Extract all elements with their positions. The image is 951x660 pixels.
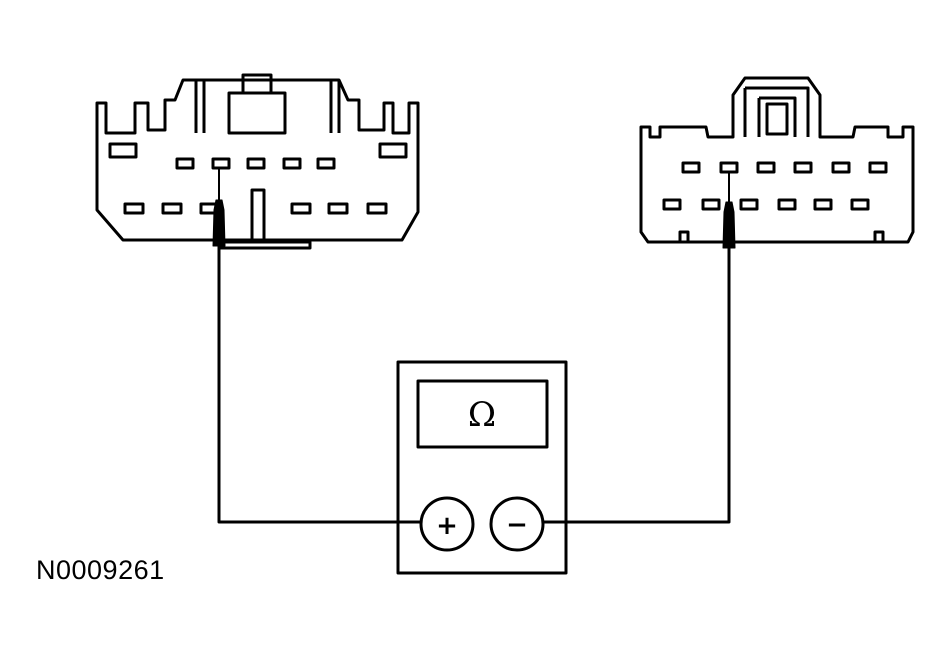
right-connector-bottom-notch: [678, 230, 885, 242]
ohmmeter-body: [396, 360, 568, 575]
left-pin: [246, 157, 266, 170]
right-pin: [813, 198, 833, 211]
left-connector-key: [250, 188, 266, 244]
left-pin: [175, 157, 195, 170]
right-pin: [777, 198, 797, 211]
negative-terminal-label: −: [506, 510, 528, 540]
right-pin: [681, 161, 701, 174]
left-connector-latch-cap: [227, 91, 287, 135]
left-pin: [282, 157, 302, 170]
right-pin: [701, 198, 721, 211]
ohm-symbol: Ω: [468, 395, 496, 435]
left-test-lead: [212, 168, 398, 524]
left-pin: [316, 157, 336, 170]
negative-terminal: [489, 496, 545, 552]
figure-id-label: N0009261: [36, 555, 165, 585]
left-pin: [161, 202, 183, 215]
left-connector-bottom-ledge: [220, 240, 312, 250]
left-connector-latch-tab: [241, 73, 273, 95]
left-pin: [327, 202, 349, 215]
right-connector-latch: [743, 86, 810, 137]
right-connector-body: [639, 76, 915, 244]
left-top-slot: [378, 142, 408, 159]
left-pin: [123, 202, 145, 215]
right-pin: [719, 161, 739, 174]
right-pin: [739, 198, 759, 211]
positive-terminal-label: +: [436, 511, 458, 541]
right-connector-latch-tab: [765, 102, 789, 136]
left-connector: [95, 73, 420, 250]
right-pin: [756, 161, 776, 174]
left-pin: [366, 202, 388, 215]
right-test-lead: [566, 172, 736, 524]
left-connector-body: [95, 78, 420, 242]
right-pin: [850, 198, 870, 211]
right-pin: [793, 161, 813, 174]
right-connector: [639, 76, 915, 244]
right-pin: [868, 161, 888, 174]
right-pin: [662, 198, 682, 211]
left-pin: [211, 157, 231, 170]
ohmmeter: [396, 360, 568, 575]
right-pin: [831, 161, 851, 174]
positive-terminal: [419, 496, 475, 552]
left-pin: [290, 202, 312, 215]
ohmmeter-display: [416, 379, 549, 449]
left-connector-latch: [194, 80, 341, 133]
left-top-slot: [108, 142, 138, 159]
